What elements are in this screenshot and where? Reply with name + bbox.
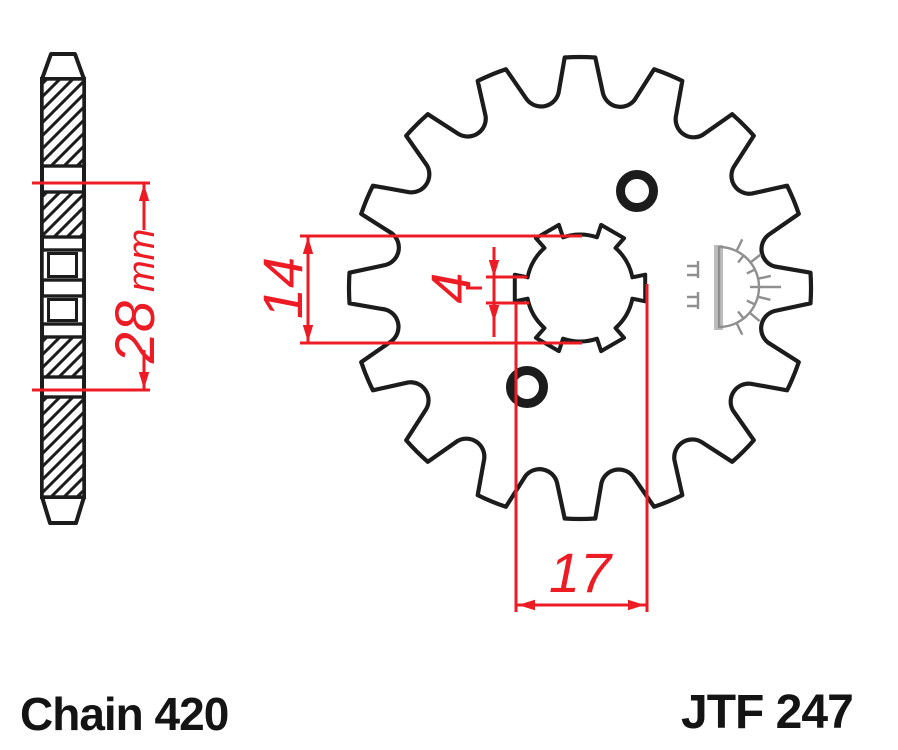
dimension-label-hub-length: 28 mm bbox=[103, 228, 166, 364]
dimension-arrowhead bbox=[302, 237, 314, 254]
roller-inner-box bbox=[47, 252, 78, 278]
hatch-lines bbox=[43, 338, 83, 376]
dimension-arrowhead bbox=[138, 184, 150, 201]
dimension-arrowhead bbox=[488, 260, 500, 277]
dimension-value: 14 bbox=[251, 256, 314, 320]
dimension-arrowhead bbox=[302, 325, 314, 342]
dimension-value: 4 bbox=[419, 272, 482, 304]
hatch-lines bbox=[43, 398, 83, 496]
dimension-value: 28 bbox=[103, 301, 166, 364]
hatch-lines bbox=[43, 193, 83, 236]
hatch-lines bbox=[43, 80, 83, 165]
sprocket-side-view bbox=[40, 52, 86, 525]
dimension-arrowhead bbox=[488, 305, 500, 322]
dimension-arrowhead bbox=[628, 599, 645, 611]
dimension-label-tangent-width: 14 bbox=[251, 257, 314, 319]
dimension-unit: mm bbox=[121, 228, 163, 293]
splined-bore bbox=[512, 222, 648, 354]
lightening-hole bbox=[616, 170, 658, 212]
dimension-value: 17 bbox=[548, 541, 612, 604]
dimension-label-spline-width: 4 bbox=[419, 272, 482, 303]
chain-link-cap-top bbox=[40, 52, 86, 81]
lightening-hole bbox=[506, 366, 548, 408]
chain-link-cap-bottom bbox=[40, 495, 86, 525]
dimension-label-bore: 17 bbox=[549, 545, 611, 601]
jt-sunrise-logo-icon bbox=[687, 238, 781, 336]
dimension-arrowhead bbox=[518, 599, 535, 611]
part-number-label: JTF 247 bbox=[681, 686, 854, 739]
dimension-annotations bbox=[32, 181, 649, 612]
sprocket-front-view bbox=[346, 54, 814, 522]
dimension-arrowhead bbox=[138, 372, 150, 389]
chain-type-label: Chain 420 bbox=[20, 688, 229, 740]
roller-inner-box bbox=[47, 298, 78, 322]
